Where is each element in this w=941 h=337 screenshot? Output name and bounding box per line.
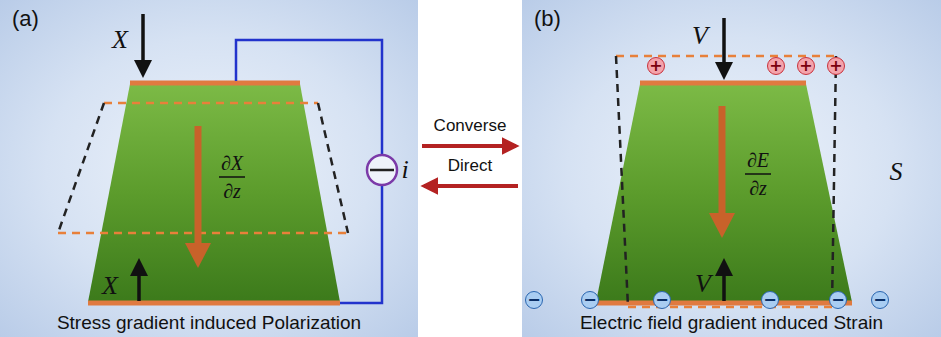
fraction-term: ∂z [749, 178, 767, 198]
top-electrode [640, 81, 806, 86]
sample-trapezoid [88, 84, 340, 302]
force-arrow [137, 274, 141, 301]
force-arrow [141, 14, 145, 62]
process-arrow [424, 184, 518, 188]
negative-charge: − [829, 291, 847, 309]
negative-charge: − [525, 291, 543, 309]
panel-tag: (b) [534, 6, 561, 32]
top-electrode [130, 81, 300, 86]
positive-charge: + [767, 57, 785, 75]
symbol-label: i [401, 157, 408, 183]
voltage-arrow [715, 258, 733, 276]
fraction-term: ∂z [223, 181, 241, 201]
negative-charge: − [581, 291, 599, 309]
gradient-arrow [709, 213, 735, 238]
symbol-label: V [695, 271, 711, 297]
symbol-label: V [692, 23, 708, 49]
force-arrow [130, 258, 148, 276]
panel-caption: Electric field gradient induced Strain [580, 312, 883, 334]
bottom-electrode [88, 301, 340, 306]
gradient-arrow [195, 126, 202, 245]
force-arrow [134, 60, 152, 78]
symbol-label: X [112, 27, 128, 53]
symbol-label: S [890, 159, 903, 185]
positive-charge: + [827, 57, 845, 75]
arrow-label: Converse [432, 116, 509, 136]
voltage-arrow [722, 18, 726, 64]
circuit-wire [236, 40, 382, 303]
negative-charge: − [871, 291, 889, 309]
fraction-bar [745, 173, 771, 175]
arrow-label: Direct [446, 156, 494, 176]
voltage-arrow [722, 274, 726, 301]
current-source-symbol [367, 155, 397, 185]
deformed-outline [58, 103, 104, 233]
current-source-symbol [370, 169, 394, 172]
panel-caption: Stress gradient induced Polarization [57, 312, 361, 334]
process-arrow [422, 144, 516, 148]
voltage-arrow [715, 62, 733, 80]
fraction-bar [219, 176, 245, 178]
sample-trapezoid [596, 84, 852, 302]
negative-charge: − [653, 291, 671, 309]
deformed-outline [832, 56, 836, 307]
deformed-outline [58, 232, 348, 235]
gradient-arrow [185, 243, 211, 268]
deformed-outline [318, 103, 348, 233]
positive-charge: + [647, 57, 665, 75]
negative-charge: − [761, 291, 779, 309]
gradient-arrow [719, 106, 726, 215]
fraction-term: ∂E [747, 150, 769, 170]
symbol-label: X [102, 273, 118, 299]
deformed-outline [616, 56, 628, 307]
fraction-term: ∂X [221, 153, 243, 173]
positive-charge: + [797, 57, 815, 75]
bottom-electrode [596, 301, 852, 306]
deformed-outline [104, 102, 318, 105]
panel-tag: (a) [12, 6, 39, 32]
